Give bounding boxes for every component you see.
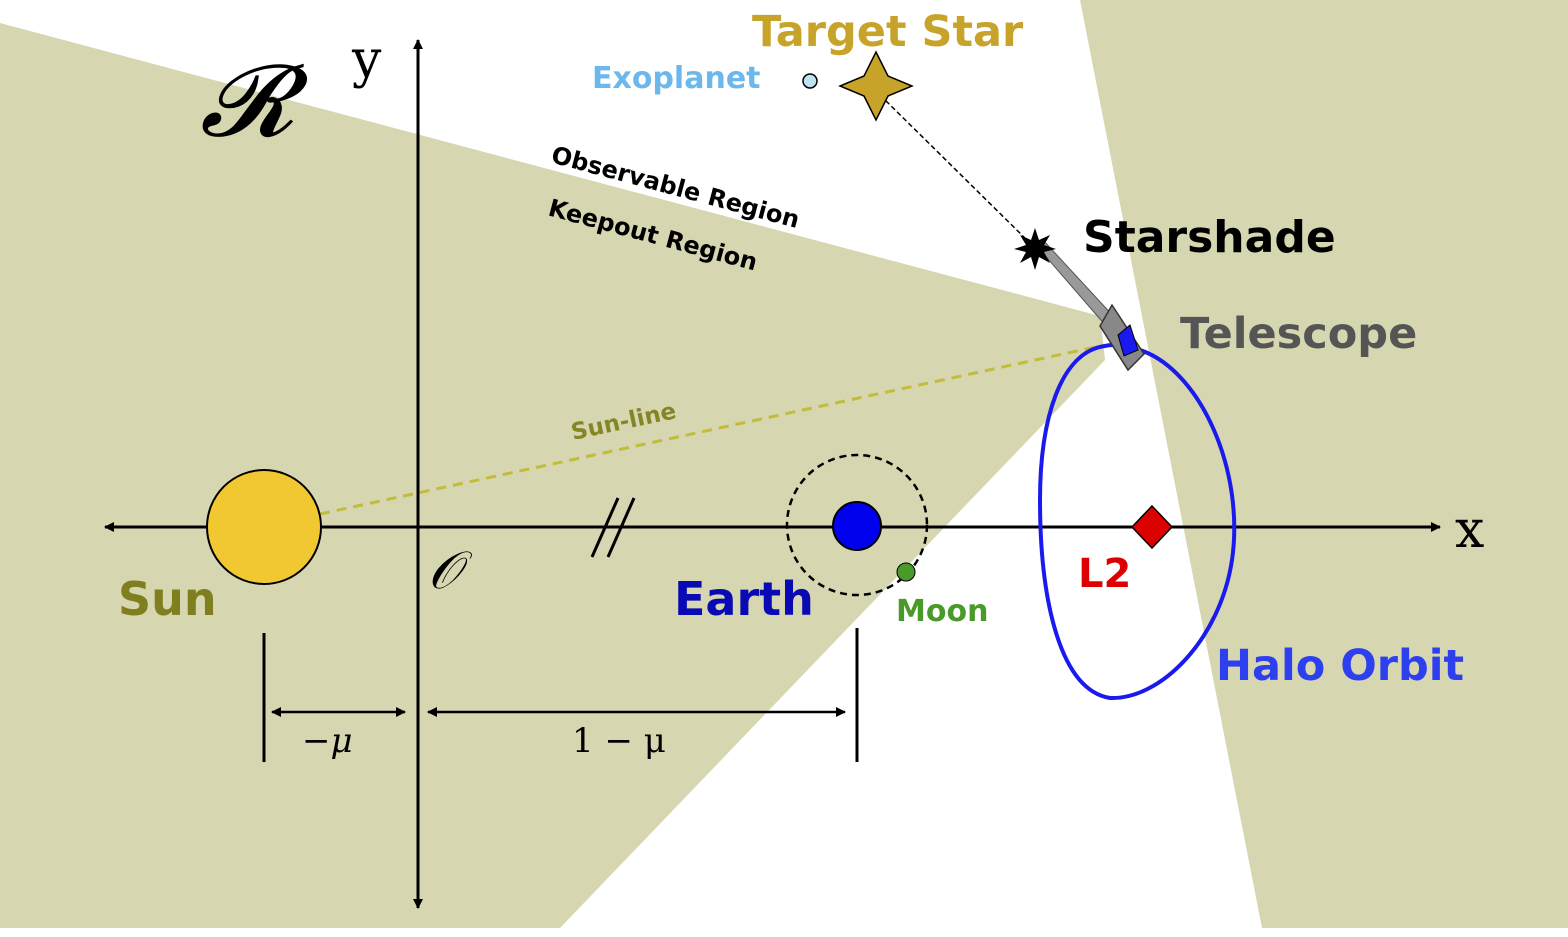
earth-label: Earth <box>674 572 814 626</box>
moon-icon <box>896 562 916 582</box>
keepout-region-left <box>0 22 1105 928</box>
observable-boundary-line <box>0 21 1101 316</box>
sun-label: Sun <box>118 572 217 626</box>
keepout-region-right <box>1080 0 1568 928</box>
x-axis-label: x <box>1455 500 1484 560</box>
y-axis-label: y <box>351 30 382 90</box>
moon-label: Moon <box>896 594 988 629</box>
sun-line <box>319 343 1106 516</box>
halo-orbit <box>1037 343 1237 701</box>
telescope-icon <box>1099 303 1145 372</box>
earth-icon <box>832 501 882 551</box>
sun-icon <box>206 469 322 585</box>
axis-break-mark <box>606 497 636 558</box>
line-of-sight <box>879 94 1036 249</box>
exoplanet-label: Exoplanet <box>592 61 761 96</box>
l2-label: L2 <box>1078 551 1131 597</box>
halo-orbit-label: Halo Orbit <box>1216 641 1464 691</box>
dist-earth-label: 1 − μ <box>572 721 666 761</box>
axis-break-mark <box>590 497 620 558</box>
moon-orbit <box>785 453 929 597</box>
target-star-label: Target Star <box>752 7 1024 57</box>
exoplanet-icon <box>802 73 818 89</box>
diamond-icon <box>1130 504 1174 550</box>
starburst-icon <box>1014 228 1056 270</box>
frame-label: 𝓡 <box>200 42 309 159</box>
starshade-label: Starshade <box>1083 212 1336 263</box>
dist-sun-label: −μ <box>302 721 353 761</box>
telescope-label: Telescope <box>1180 309 1417 359</box>
four-point-star-icon <box>838 50 914 122</box>
